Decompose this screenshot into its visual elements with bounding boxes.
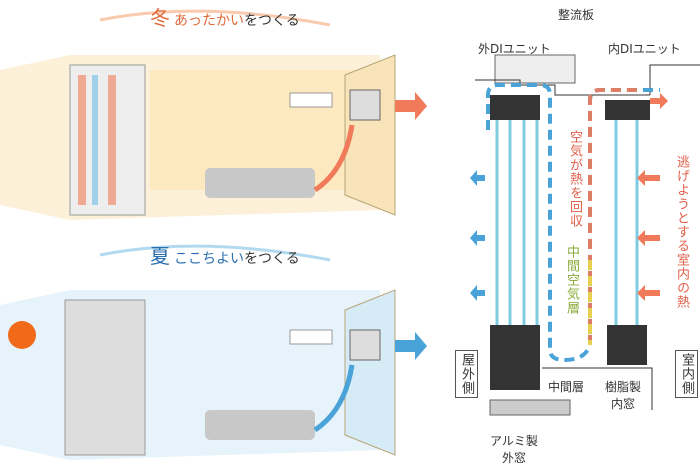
inner-unit-label: 内DIユニット xyxy=(608,42,681,56)
middle-layer-label: 中間層 xyxy=(548,380,585,394)
indoor-side-label: 室内側 xyxy=(675,350,698,398)
summer-caption-rest: をつくる xyxy=(244,251,300,267)
middle-air-layer-label: 中間空気層 xyxy=(564,245,579,315)
winter-keyword: あったかい xyxy=(174,13,244,29)
escaping-heat-label: 逃げようとする室内の熱 xyxy=(674,155,689,309)
baffle-label: 整流板 xyxy=(558,8,595,22)
summer-keyword: ここちよい xyxy=(174,251,244,267)
summer-caption: 夏ここちよいをつくる xyxy=(150,240,300,269)
winter-caption: 冬あったかいをつくる xyxy=(150,2,300,31)
winter-room xyxy=(0,9,427,220)
summer-room xyxy=(0,244,427,460)
air-recovers-heat-label: 空気が熱を回収 xyxy=(567,130,582,228)
resin-inner-window-label: 樹脂製内窓 xyxy=(604,380,641,411)
aluminum-outer-window-label: アルミ製外窓 xyxy=(490,434,538,465)
outer-unit-label: 外DIユニット xyxy=(478,42,551,56)
outdoor-side-label: 屋外側 xyxy=(455,350,478,398)
window-section xyxy=(470,54,700,416)
outdoor-arrows xyxy=(470,170,485,301)
heat-arrows xyxy=(637,170,660,301)
winter-caption-rest: をつくる xyxy=(244,13,300,29)
summer-season: 夏 xyxy=(150,244,170,268)
winter-season: 冬 xyxy=(150,6,170,30)
